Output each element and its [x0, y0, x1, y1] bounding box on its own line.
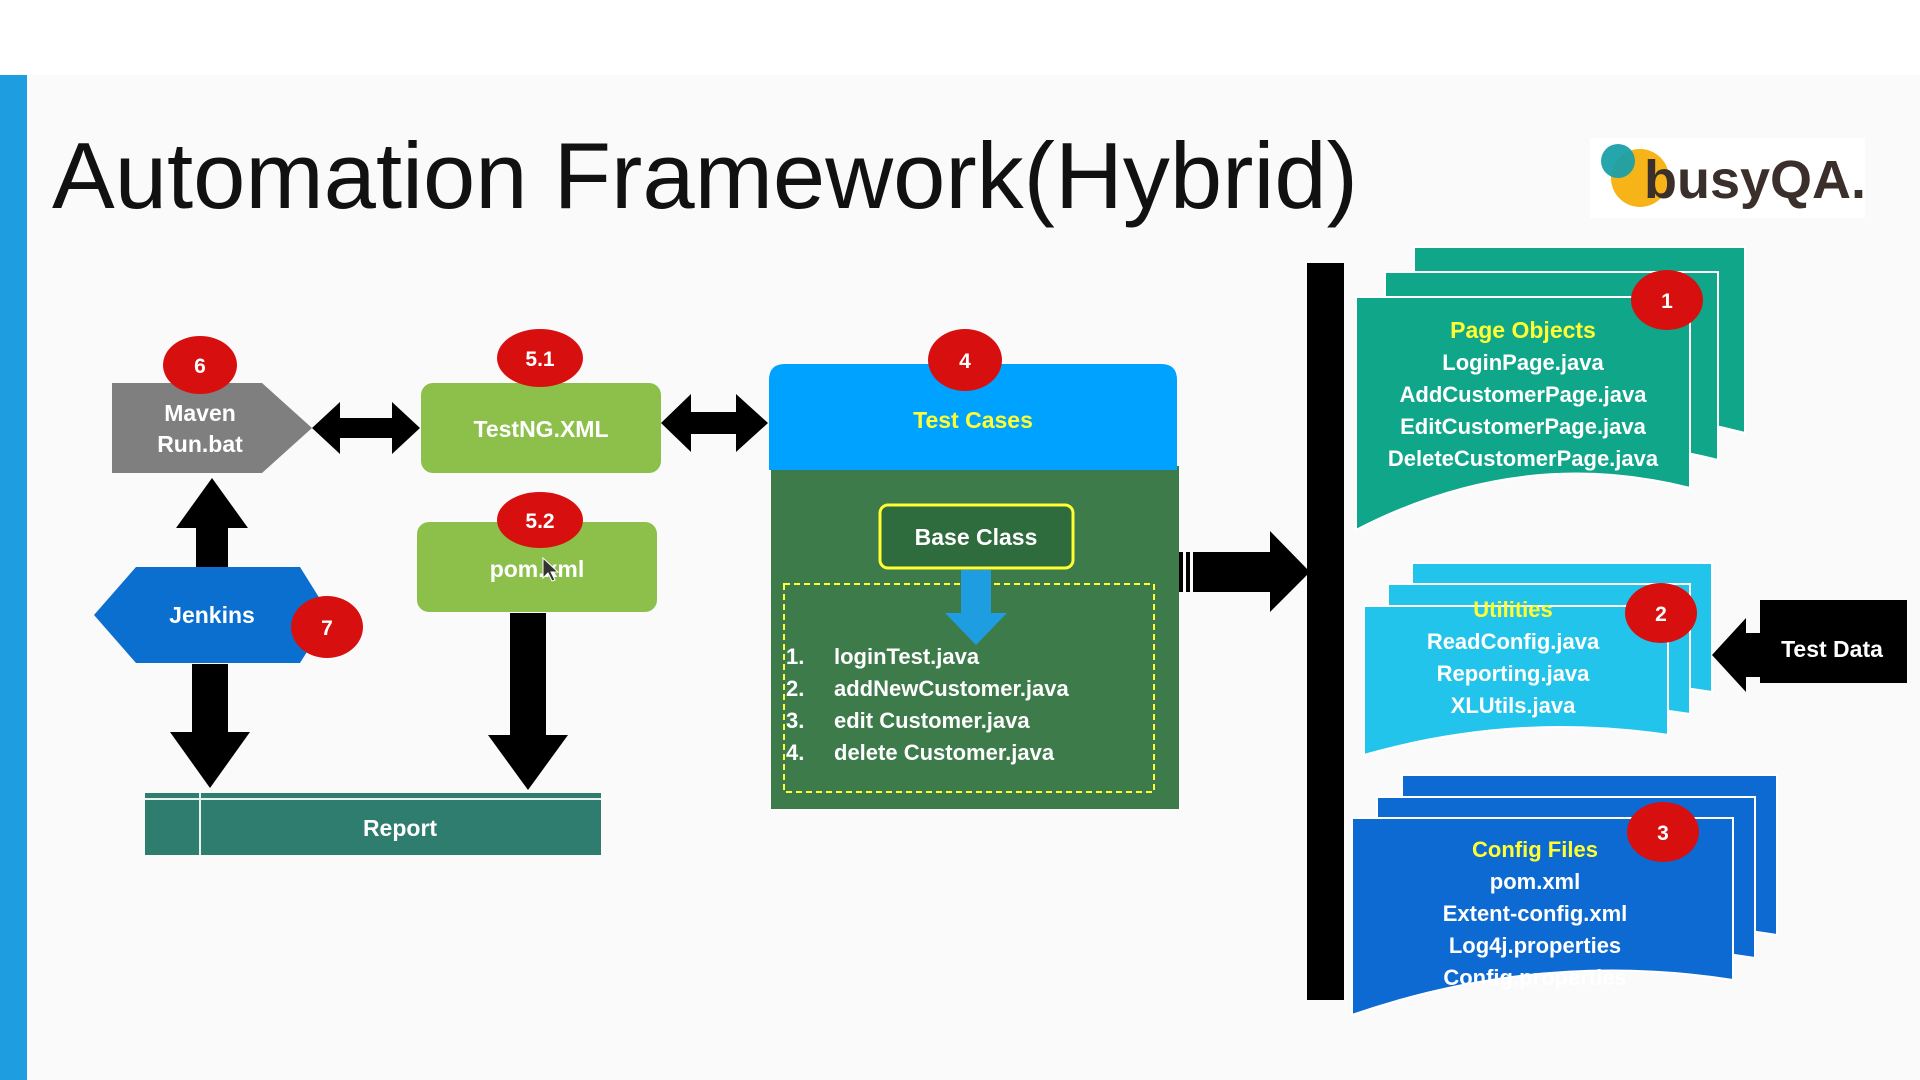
config-item: pom.xml	[1490, 869, 1580, 894]
test-num: 1.	[786, 644, 804, 669]
pom-node: pom.xml	[417, 522, 657, 612]
maven-node: Maven Run.bat	[112, 383, 312, 473]
badge-4: 4	[928, 329, 1002, 391]
svg-text:2: 2	[1655, 603, 1667, 626]
double-arrow-testng-testcases	[661, 394, 768, 452]
busyqa-logo: busyQA.	[1590, 138, 1866, 218]
svg-text:6: 6	[194, 355, 206, 378]
arrow-pom-report	[488, 613, 568, 790]
utility-item: Reporting.java	[1437, 661, 1591, 686]
svg-text:5.1: 5.1	[525, 348, 555, 371]
svg-text:3: 3	[1657, 822, 1669, 845]
arrow-jenkins-maven	[176, 478, 248, 570]
svg-text:Jenkins: Jenkins	[169, 602, 255, 628]
testng-node: TestNG.XML	[421, 383, 661, 473]
test-name: delete Customer.java	[834, 740, 1055, 765]
test-name: addNewCustomer.java	[834, 676, 1070, 701]
config-item: Config.properties	[1443, 965, 1626, 990]
utilities-node: Utilities ReadConfig.java Reporting.java…	[1363, 562, 1713, 757]
badge-3: 3	[1627, 802, 1699, 862]
badge-5-2: 5.2	[497, 492, 583, 548]
page-object-item: LoginPage.java	[1442, 350, 1604, 375]
page-object-item: EditCustomerPage.java	[1400, 414, 1647, 439]
svg-text:pom.xml: pom.xml	[490, 556, 585, 582]
badge-6: 6	[163, 336, 237, 394]
config-item: Extent-config.xml	[1443, 901, 1628, 926]
double-arrow-maven-testng	[312, 402, 420, 454]
badge-2: 2	[1625, 583, 1697, 643]
svg-text:1: 1	[1661, 290, 1673, 313]
svg-text:TestNG.XML: TestNG.XML	[473, 416, 608, 442]
jenkins-node: Jenkins	[94, 567, 330, 663]
page-objects-node: Page Objects LoginPage.java AddCustomerP…	[1355, 246, 1746, 532]
svg-text:4: 4	[959, 350, 971, 373]
report-node: Report	[145, 793, 601, 855]
badge-1: 1	[1631, 270, 1703, 330]
test-name: loginTest.java	[834, 644, 980, 669]
svg-text:Maven: Maven	[164, 400, 236, 426]
svg-text:5.2: 5.2	[525, 510, 554, 533]
config-item: Log4j.properties	[1449, 933, 1621, 958]
svg-text:Config Files: Config Files	[1472, 837, 1598, 862]
arrow-testcases-resources	[1179, 531, 1310, 612]
arrow-baseclass-tests	[945, 570, 1007, 645]
badge-5-1: 5.1	[497, 329, 583, 387]
svg-text:Run.bat: Run.bat	[157, 431, 243, 457]
utility-item: ReadConfig.java	[1427, 629, 1600, 654]
left-accent-bar	[0, 75, 27, 1080]
arrow-testdata-utilities	[1712, 618, 1760, 692]
base-class-node: Base Class	[878, 503, 1075, 570]
badge-7: 7	[291, 596, 363, 658]
test-num: 2.	[786, 676, 804, 701]
svg-text:busyQA.: busyQA.	[1644, 150, 1866, 210]
slide-title: Automation Framework(Hybrid)	[52, 123, 1358, 228]
page-object-item: AddCustomerPage.java	[1400, 382, 1648, 407]
svg-text:Test Data: Test Data	[1781, 636, 1883, 662]
svg-text:Utilities: Utilities	[1473, 597, 1552, 622]
svg-text:Base Class: Base Class	[915, 524, 1038, 550]
test-num: 3.	[786, 708, 804, 733]
test-name: edit Customer.java	[834, 708, 1030, 733]
arrow-jenkins-report	[170, 664, 250, 788]
config-files-node: Config Files pom.xml Extent-config.xml L…	[1351, 774, 1778, 1017]
svg-text:Page Objects: Page Objects	[1450, 317, 1596, 343]
svg-text:Test Cases: Test Cases	[913, 407, 1033, 433]
utility-item: XLUtils.java	[1451, 693, 1576, 718]
test-num: 4.	[786, 740, 804, 765]
page-object-item: DeleteCustomerPage.java	[1388, 446, 1659, 471]
svg-text:Report: Report	[363, 815, 437, 841]
resources-bar	[1307, 263, 1344, 1000]
svg-text:7: 7	[321, 617, 333, 640]
test-data-node: Test Data	[1712, 600, 1907, 692]
test-list: 1. loginTest.java 2. addNewCustomer.java…	[786, 644, 1070, 765]
mouse-cursor	[542, 556, 560, 582]
